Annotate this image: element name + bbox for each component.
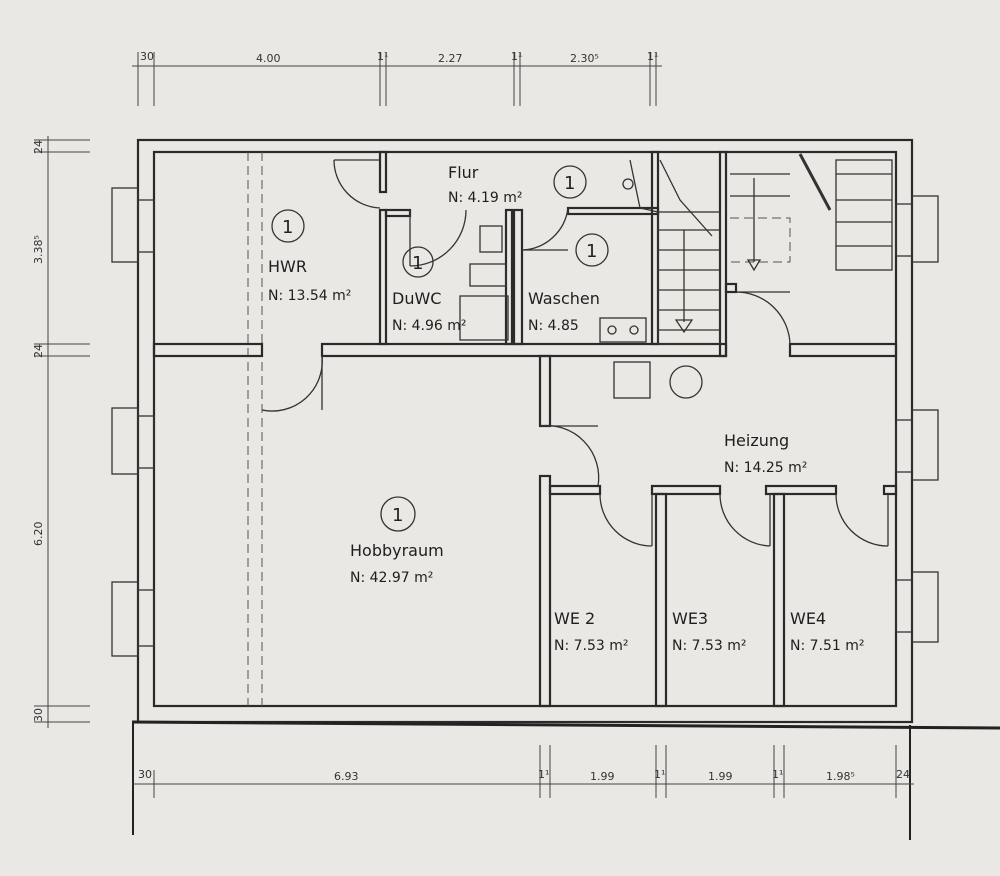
room-marker-text: 1 bbox=[586, 241, 597, 262]
room-marker-circle bbox=[553, 165, 587, 199]
room-area: N: 7.53 m² bbox=[554, 638, 629, 654]
room-name: WE4 bbox=[790, 609, 826, 628]
room-name: Hobbyraum bbox=[350, 541, 444, 560]
room-marker-circle bbox=[402, 246, 434, 278]
dim-label: 30 bbox=[32, 708, 45, 722]
doors bbox=[261, 159, 889, 547]
room-name: WE3 bbox=[672, 609, 708, 628]
windows-right bbox=[895, 195, 939, 643]
room-area: N: 4.96 m² bbox=[392, 318, 467, 334]
dim-label: 1¹ bbox=[772, 768, 783, 781]
dimension-left: 24 3.38⁵ 24 6.20 30 bbox=[32, 136, 90, 728]
dim-label: 3.38⁵ bbox=[32, 235, 45, 264]
staircase-right bbox=[730, 153, 893, 272]
room-marker-circle bbox=[575, 233, 609, 267]
room-marker-text: 1 bbox=[412, 253, 423, 274]
dim-label: 1¹ bbox=[538, 768, 549, 781]
room-marker-text: 1 bbox=[392, 505, 403, 526]
room-name: DuWC bbox=[392, 289, 441, 308]
room-name: Waschen bbox=[528, 289, 600, 308]
dim-label: 30 bbox=[140, 50, 154, 63]
room-we4: WE4 N: 7.51 m² bbox=[790, 609, 865, 654]
dim-label: 2.30⁵ bbox=[570, 52, 599, 65]
dim-label: 1.99 bbox=[708, 770, 733, 783]
dim-label: 2.27 bbox=[438, 52, 463, 65]
dimension-top: 30 4.00 1¹ 2.27 1¹ 2.30⁵ 1¹ bbox=[132, 50, 662, 106]
room-we3: WE3 N: 7.53 m² bbox=[672, 609, 747, 654]
dim-label: 24 bbox=[32, 344, 45, 358]
room-area: N: 7.51 m² bbox=[790, 638, 865, 654]
room-area: N: 4.85 bbox=[528, 318, 579, 334]
dim-label: 24 bbox=[896, 768, 910, 781]
dim-label: 30 bbox=[138, 768, 152, 781]
room-marker-circle bbox=[271, 209, 305, 243]
room-hwr: 1 HWR N: 13.54 m² bbox=[268, 209, 351, 304]
dim-label: 1¹ bbox=[377, 50, 388, 63]
room-we2: WE 2 N: 7.53 m² bbox=[554, 609, 629, 654]
room-marker-text: 1 bbox=[564, 173, 575, 194]
room-area: N: 7.53 m² bbox=[672, 638, 747, 654]
dim-label: 1¹ bbox=[647, 50, 658, 63]
ground-line bbox=[131, 720, 1000, 730]
room-flur: Flur N: 4.19 m² 1 bbox=[448, 163, 587, 206]
room-area: N: 13.54 m² bbox=[268, 288, 351, 304]
room-name: Heizung bbox=[724, 431, 789, 450]
room-name: HWR bbox=[268, 257, 307, 276]
fixtures bbox=[459, 178, 703, 399]
room-marker-circle bbox=[380, 496, 416, 532]
dim-label: 1¹ bbox=[654, 768, 665, 781]
room-heizung: Heizung N: 14.25 m² bbox=[724, 431, 807, 476]
room-waschen: 1 Waschen N: 4.85 bbox=[528, 233, 609, 334]
dim-label: 1¹ bbox=[511, 50, 522, 63]
room-marker-text: 1 bbox=[282, 217, 293, 238]
room-hobbyraum: 1 Hobbyraum N: 42.97 m² bbox=[350, 496, 444, 586]
dim-label: 24 bbox=[32, 140, 45, 154]
windows-left bbox=[111, 187, 155, 657]
room-area: N: 42.97 m² bbox=[350, 570, 433, 586]
interior-walls bbox=[152, 150, 898, 708]
dim-label: 1.98⁵ bbox=[826, 770, 855, 783]
outer-wall bbox=[136, 138, 914, 724]
dim-label: 4.00 bbox=[256, 52, 281, 65]
room-name: Flur bbox=[448, 163, 479, 182]
dim-label: 6.93 bbox=[334, 770, 359, 783]
dim-label: 1.99 bbox=[590, 770, 615, 783]
staircase-left bbox=[629, 159, 721, 345]
dimension-bottom: 30 6.93 1¹ 1.99 1¹ 1.99 1¹ 1.98⁵ 24 bbox=[132, 745, 914, 798]
room-area: N: 14.25 m² bbox=[724, 460, 807, 476]
dim-label: 6.20 bbox=[32, 522, 45, 547]
room-name: WE 2 bbox=[554, 609, 595, 628]
room-area: N: 4.19 m² bbox=[448, 190, 523, 206]
room-duwc: 1 DuWC N: 4.96 m² bbox=[392, 246, 467, 334]
